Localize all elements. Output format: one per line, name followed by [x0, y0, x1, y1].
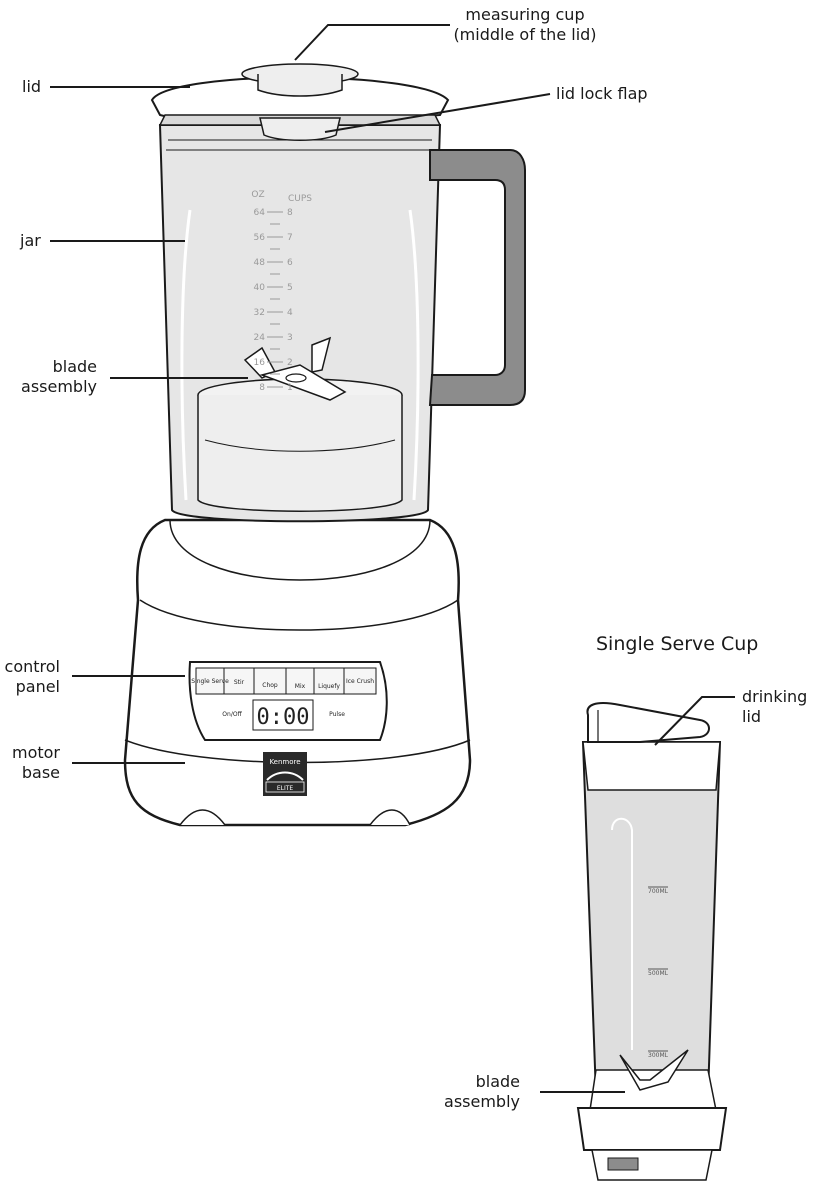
btn-single-serve: Single Serve [191, 678, 229, 685]
brand-name: Kenmore [269, 758, 300, 766]
label-lid: lid [22, 77, 42, 96]
cup-scale-label: 500ML [648, 970, 669, 977]
cup-blade-assembly [619, 1049, 689, 1091]
scale-cups-value: 6 [287, 258, 293, 268]
label-drinking-lid-line2: lid [742, 707, 762, 726]
scale-oz-value: 48 [254, 258, 266, 268]
scale-cups-value: 2 [287, 358, 293, 368]
drinking-lid [586, 702, 710, 743]
label-cup-blade-assembly: blade assembly [440, 1072, 520, 1112]
measuring-cup [257, 74, 343, 97]
label-drinking-lid-line1: drinking [742, 687, 808, 706]
label-control-panel-line1: control [4, 657, 60, 676]
brand-sub: ELITE [277, 785, 294, 792]
cup-scale: 700ML 500ML 300ML [648, 886, 669, 1059]
scale-oz-value: 16 [254, 358, 266, 368]
btn-stir: Stir [234, 679, 245, 686]
scale-cups-header: CUPS [288, 194, 312, 204]
blade-assembly [243, 336, 347, 401]
scale-cups-value: 7 [287, 233, 293, 243]
scale-cups-value: 5 [287, 283, 293, 293]
label-control-panel: control panel [0, 657, 60, 697]
label-cup-blade-assembly-line1: blade [475, 1072, 520, 1091]
btn-pulse: Pulse [329, 711, 345, 718]
scale-cups-value: 1 [287, 383, 293, 393]
cup-scale-label: 700ML [648, 888, 669, 895]
jar-scale: OZ CUPS 64 8 56 7 48 6 40 5 32 4 24 3 16 2 8 1 [251, 190, 312, 393]
label-lid-lock-flap: lid lock flap [556, 84, 648, 103]
single-serve-title: Single Serve Cup [596, 633, 759, 655]
label-blade-assembly-line1: blade [52, 357, 97, 376]
label-motor-base: motor base [0, 743, 60, 783]
label-blade-assembly-line2: assembly [21, 377, 97, 396]
label-measuring-cup-line1: measuring cup [465, 5, 585, 24]
scale-oz-value: 56 [254, 233, 266, 243]
btn-on-off: On/Off [222, 711, 242, 718]
lid-lock-flap [259, 117, 341, 141]
scale-oz-value: 40 [254, 283, 266, 293]
label-control-panel-line2: panel [15, 677, 60, 696]
label-measuring-cup: measuring cup (middle of the lid) [440, 5, 610, 45]
cup-scale-label: 300ML [648, 1052, 669, 1059]
single-serve-cup [576, 741, 728, 1181]
scale-oz-header: OZ [251, 190, 264, 200]
btn-liquefy: Liquefy [318, 683, 340, 690]
leader-lines [50, 24, 735, 1093]
label-cup-blade-assembly-line2: assembly [444, 1092, 520, 1111]
scale-oz-value: 8 [259, 383, 265, 393]
label-drinking-lid: drinking lid [742, 687, 807, 727]
control-panel: Single Serve Stir Chop Mix Liquefy Ice C… [188, 661, 388, 741]
btn-mix: Mix [295, 683, 306, 690]
label-measuring-cup-line2: (middle of the lid) [453, 25, 597, 44]
scale-cups-value: 8 [287, 208, 293, 218]
scale-oz-value: 64 [254, 208, 266, 218]
scale-cups-value: 3 [287, 333, 293, 343]
btn-chop: Chop [262, 682, 278, 689]
lid [150, 63, 450, 141]
timer-display: 0:00 [257, 705, 310, 730]
kenmore-logo: Kenmore ELITE [263, 752, 307, 796]
label-blade-assembly: blade assembly [20, 357, 97, 397]
label-jar: jar [20, 231, 41, 250]
scale-oz-value: 32 [254, 308, 265, 318]
btn-ice-crush: Ice Crush [346, 678, 374, 685]
label-motor-base-line1: motor [11, 743, 60, 762]
jar-handle [428, 149, 526, 406]
scale-oz-value: 24 [254, 333, 266, 343]
blade-housing [197, 378, 403, 512]
scale-cups-value: 4 [287, 308, 293, 318]
label-motor-base-line2: base [21, 763, 60, 782]
